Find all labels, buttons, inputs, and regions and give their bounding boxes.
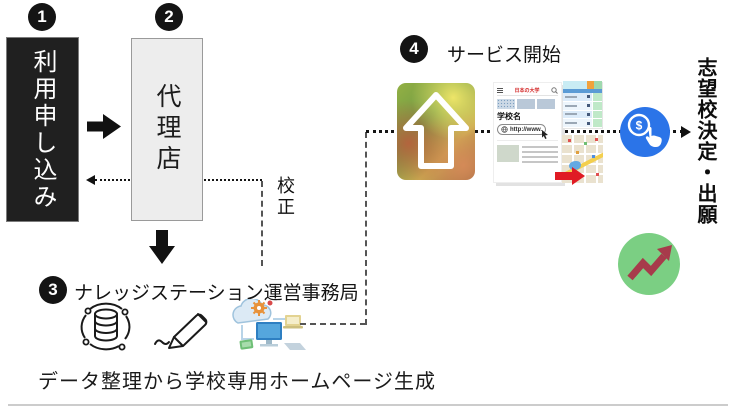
proofread-connector bbox=[261, 181, 263, 266]
growth-icon bbox=[618, 233, 680, 295]
page-divider bbox=[497, 140, 558, 141]
dotted-return-arrowhead bbox=[86, 175, 95, 185]
step1-badge: 1 bbox=[28, 3, 56, 31]
step2-number: 2 bbox=[164, 7, 174, 26]
pay-click-icon: $ bbox=[620, 107, 670, 157]
text-lines bbox=[522, 145, 558, 166]
table-row bbox=[563, 119, 602, 128]
application-box: 利用申し込み bbox=[6, 37, 79, 222]
step2-label: 代理店 bbox=[153, 83, 181, 176]
service-flow-arrowhead bbox=[681, 126, 691, 138]
arrow-down-icon bbox=[149, 230, 175, 264]
arrow-right-icon bbox=[87, 114, 121, 139]
table-header bbox=[563, 81, 602, 89]
map-arrow-icon bbox=[555, 167, 585, 185]
step3-label: ナレッジステーション運営事務局 bbox=[74, 283, 359, 304]
schedule-table bbox=[563, 81, 602, 128]
hamburger-icon bbox=[497, 87, 503, 94]
school-name-label: 学校名 bbox=[497, 112, 521, 121]
pen-icon bbox=[154, 313, 208, 349]
proofread-label: 校正 bbox=[275, 176, 295, 218]
upload-arrow-icon bbox=[403, 92, 469, 169]
database-icon bbox=[80, 302, 131, 351]
site-title: 日本の大学 bbox=[514, 87, 540, 94]
page-header: 日本の大学 bbox=[497, 85, 558, 96]
table-row bbox=[563, 101, 602, 111]
table-title-bar bbox=[563, 89, 602, 93]
cursor-icon bbox=[542, 130, 549, 139]
url-text: http://www. bbox=[510, 126, 543, 133]
url-pill: http://www. bbox=[497, 124, 549, 139]
image-blocks bbox=[497, 99, 558, 109]
cloud-workstation-icon bbox=[232, 299, 306, 350]
step3-badge: 3 bbox=[39, 276, 67, 304]
table-row bbox=[563, 93, 602, 102]
pipeline-connector-vertical bbox=[365, 132, 367, 325]
webpage-mockup: 日本の大学 学校名 http://www. bbox=[493, 82, 562, 183]
step2-badge: 2 bbox=[155, 3, 183, 31]
step3-number: 3 bbox=[48, 280, 58, 299]
agency-box: 代理店 bbox=[131, 38, 203, 221]
page-body bbox=[497, 145, 558, 166]
search-icon bbox=[551, 86, 558, 94]
step1-label: 利用申し込み bbox=[29, 48, 56, 211]
caption-text: データ整理から学校専用ホームページ生成 bbox=[38, 371, 436, 393]
coin-hand-icon: $ bbox=[627, 113, 662, 147]
step1-number: 1 bbox=[37, 7, 47, 26]
bottom-divider bbox=[8, 404, 728, 406]
map-water bbox=[569, 161, 581, 170]
content-thumbnail bbox=[497, 145, 519, 162]
upload-photo bbox=[397, 83, 475, 180]
outcome-label: 志望校決定・出願 bbox=[694, 57, 716, 225]
pipeline-connector-horizontal bbox=[300, 323, 366, 325]
step4-badge: 4 bbox=[400, 35, 428, 63]
trend-up-arrow-icon bbox=[627, 245, 672, 281]
globe-icon bbox=[501, 126, 508, 133]
svg-text:$: $ bbox=[636, 119, 643, 133]
table-row bbox=[563, 110, 602, 120]
step4-number: 4 bbox=[409, 39, 419, 58]
step4-label: サービス開始 bbox=[447, 45, 562, 66]
